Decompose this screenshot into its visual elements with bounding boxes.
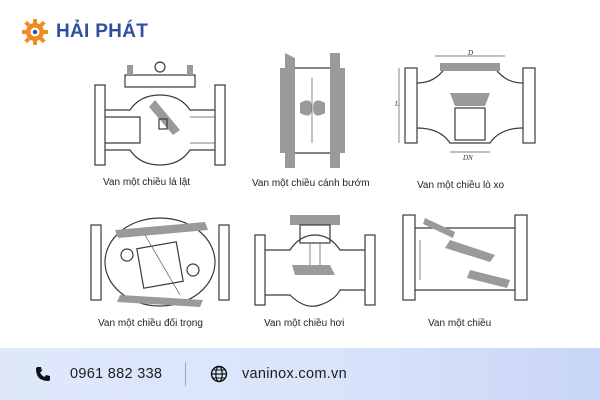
diagram-caption: Van một chiều lá lật (103, 177, 191, 188)
steam-check-valve-drawing (254, 215, 376, 307)
butterfly-check-valve-drawing (280, 53, 345, 168)
counterweight-check-valve-drawing (90, 217, 230, 307)
phone-contact[interactable]: 0961 882 338 (35, 348, 162, 400)
dimension-label-left: L (395, 100, 399, 108)
diagram-steam-check-valve: Van một chiều hơi (250, 210, 380, 345)
swing-check-valve-drawing (94, 61, 226, 166)
footer-divider (185, 362, 186, 386)
phone-number[interactable]: 0961 882 338 (70, 366, 163, 382)
website-url[interactable]: vaninox.com.vn (242, 366, 347, 382)
diagram-caption: Van một chiều đối trọng (98, 318, 203, 329)
dimension-label-top: D (467, 49, 473, 57)
dimension-label-bottom: DN (462, 154, 473, 162)
diagram-caption: Van một chiều hơi (264, 318, 345, 329)
globe-icon (210, 365, 228, 383)
check-valve-drawing (402, 214, 528, 301)
diagram-swing-check-valve: Van một chiều lá lật (85, 55, 235, 190)
diagram-caption: Van một chiều lò xo (417, 180, 505, 191)
brand-header: HẢI PHÁT (20, 16, 148, 48)
contact-footer: 0961 882 338 vaninox.com.vn (0, 348, 600, 400)
gear-logo-icon (22, 19, 48, 45)
phone-icon (36, 367, 50, 381)
spring-check-valve-drawing: D L DN (395, 49, 536, 162)
brand-name: HẢI PHÁT (56, 21, 149, 42)
website-contact[interactable]: vaninox.com.vn (210, 348, 347, 400)
diagram-check-valve: Van một chiều (395, 210, 545, 345)
diagram-caption: Van một chiều cánh bướm (252, 178, 370, 189)
diagram-spring-check-valve: D L DN Van một chiều lò xo (395, 48, 545, 193)
diagram-butterfly-check-valve: Van một chiều cánh bướm (250, 48, 380, 193)
diagram-caption: Van một chiều (428, 318, 492, 329)
diagram-counterweight-check-valve: Van một chiều đối trọng (85, 210, 235, 345)
